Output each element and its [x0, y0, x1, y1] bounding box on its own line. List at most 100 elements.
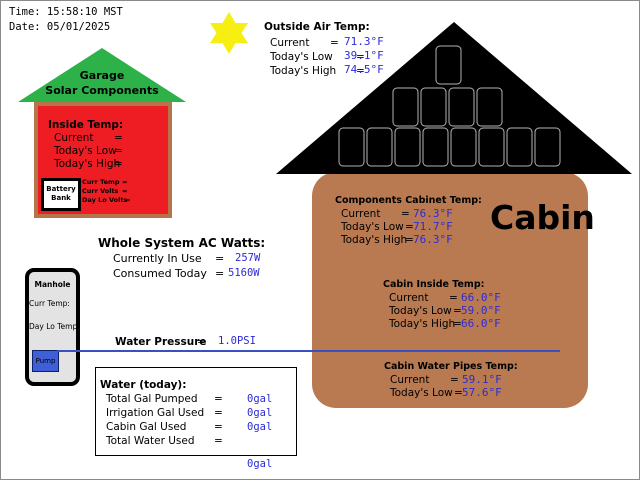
ac-watts-consumed-sep: =: [215, 267, 225, 280]
manhole-title: Manhole: [34, 280, 71, 289]
cabin-inside-low-value: 59.0°F: [461, 304, 501, 317]
cabin-pipes-low-sep: =: [454, 387, 463, 399]
solar-panel-icon: [366, 127, 393, 167]
cabin-inside-high-sep: =: [453, 318, 462, 330]
battery-day-lo-volts-label: Day Lo Volts: [82, 196, 128, 204]
water-pumped-sep: =: [214, 393, 223, 405]
outside-air-high-value: 74.5°F: [344, 63, 384, 76]
solar-panel-icon: [394, 127, 421, 167]
water-cabin-label: Cabin Gal Used: [106, 421, 187, 433]
water-total-label: Total Water Used: [106, 435, 195, 447]
battery-curr-volts-label: Curr Volts: [82, 187, 119, 195]
sun-star-icon: [210, 12, 248, 54]
components-low-sep: =: [405, 221, 414, 233]
water-irrigation-sep: =: [214, 407, 223, 419]
solar-panel-icon: [478, 127, 505, 167]
components-high-label: Today's High: [341, 234, 408, 246]
cabin-inside-current-label: Current: [389, 292, 429, 304]
water-pumped-label: Total Gal Pumped: [106, 393, 198, 405]
outside-air-title: Outside Air Temp:: [264, 21, 370, 33]
components-low-label: Today's Low: [341, 221, 404, 233]
water-cabin-sep: =: [214, 421, 223, 433]
solar-panel-icon: [534, 127, 561, 167]
battery-day-lo-volts-sep: =: [125, 196, 131, 204]
water-pressure-sep: =: [197, 336, 206, 348]
battery-bank-box: Battery Bank: [41, 178, 81, 211]
cabin-inside-low-label: Today's Low: [389, 305, 452, 317]
water-total-sep: =: [214, 435, 223, 447]
garage-high-label: Today's High: [54, 158, 121, 170]
garage-inside-temp-title: Inside Temp:: [48, 119, 124, 131]
outside-air-high-label: Today's High: [270, 65, 337, 77]
components-current-value: 76.3°F: [413, 207, 453, 220]
solar-panel-icon: [476, 87, 503, 127]
solar-panel-icon: [435, 45, 462, 85]
outside-air-current-label: Current: [270, 37, 310, 49]
water-pressure-label: Water Pressure: [115, 336, 207, 348]
cabin-pipes-current-value: 59.1°F: [462, 373, 502, 386]
ac-watts-title: Whole System AC Watts:: [98, 236, 266, 250]
cabin-name: Cabin: [490, 198, 595, 237]
water-cabin-value: 0gal: [247, 421, 273, 433]
water-pipe-line: [57, 350, 560, 352]
water-pumped-value: 0gal: [247, 393, 273, 405]
cabin-inside-temp-title: Cabin Inside Temp:: [383, 279, 485, 290]
outside-air-current-sep: =: [330, 37, 339, 49]
battery-label-line1: Battery: [46, 185, 76, 193]
solar-panel-icon: [448, 87, 475, 127]
water-pressure-value: 1.0PSI: [218, 335, 256, 347]
cabin-body: [312, 172, 588, 408]
cabin-roof: [276, 22, 632, 174]
cabin-inside-current-sep: =: [449, 292, 458, 304]
garage-roof: [18, 48, 186, 102]
outside-air-low-value: 39.1°F: [344, 49, 384, 62]
solar-panel-icon: [506, 127, 533, 167]
water-irrigation-value: 0gal: [247, 407, 273, 419]
ac-watts-current-value: 257W: [235, 252, 261, 264]
solar-panel-icon: [338, 127, 365, 167]
battery-label-line2: Bank: [51, 194, 71, 202]
components-high-sep: =: [405, 234, 414, 246]
outside-air-high-sep: =: [356, 65, 365, 77]
water-today-title: Water (today):: [100, 379, 187, 391]
ac-watts-current-sep: =: [215, 252, 225, 265]
garage-high-sep: =: [114, 158, 123, 170]
water-total-value: 0gal: [247, 458, 273, 470]
solar-panel-icon: [392, 87, 419, 127]
cabin-inside-high-value: 66.0°F: [461, 317, 501, 330]
ac-watts-current-label: Currently In Use: [113, 252, 202, 265]
manhole-day-lo-temp-label: Day Lo Temp:: [29, 322, 80, 331]
cabin-inside-high-label: Today's High: [389, 318, 456, 330]
cabin-inside-current-value: 66.0°F: [461, 291, 501, 304]
cabin-pipes-low-value: 57.6°F: [462, 386, 502, 399]
cabin-pipes-current-label: Current: [390, 374, 430, 386]
garage-title-line1: Garage: [79, 69, 125, 82]
components-low-value: 71.7°F: [413, 220, 453, 233]
pump-label: Pump: [35, 357, 56, 365]
time-readout: Time: 15:58:10 MST: [9, 6, 123, 18]
solar-panel-icon: [422, 127, 449, 167]
battery-curr-temp-sep: =: [122, 178, 128, 186]
date-readout: Date: 05/01/2025: [9, 21, 111, 33]
solar-panel-icon: [420, 87, 447, 127]
cabin-inside-low-sep: =: [453, 305, 462, 317]
manhole-curr-temp-label: Curr Temp:: [29, 299, 70, 308]
outside-air-current-value: 71.3°F: [344, 35, 384, 48]
ac-watts-consumed-value: 5160W: [228, 267, 260, 279]
garage-low-label: Today's Low: [54, 145, 117, 157]
garage-current-sep: =: [114, 132, 123, 144]
water-irrigation-label: Irrigation Gal Used: [106, 407, 205, 419]
water-today-box: [95, 367, 297, 456]
battery-curr-temp-label: Curr Temp: [82, 178, 120, 186]
battery-curr-volts-sep: =: [122, 187, 128, 195]
garage-low-sep: =: [114, 145, 123, 157]
components-high-value: 76.3°F: [413, 233, 453, 246]
cabin-pipes-current-sep: =: [450, 374, 459, 386]
components-temp-title: Components Cabinet Temp:: [335, 195, 482, 206]
ac-watts-consumed-label: Consumed Today: [113, 267, 207, 280]
garage-current-label: Current: [54, 132, 94, 144]
outside-air-low-label: Today's Low: [270, 51, 333, 63]
outside-air-low-sep: =: [356, 51, 365, 63]
garage-title-line2: Solar Components: [45, 84, 159, 97]
components-current-sep: =: [401, 208, 410, 220]
